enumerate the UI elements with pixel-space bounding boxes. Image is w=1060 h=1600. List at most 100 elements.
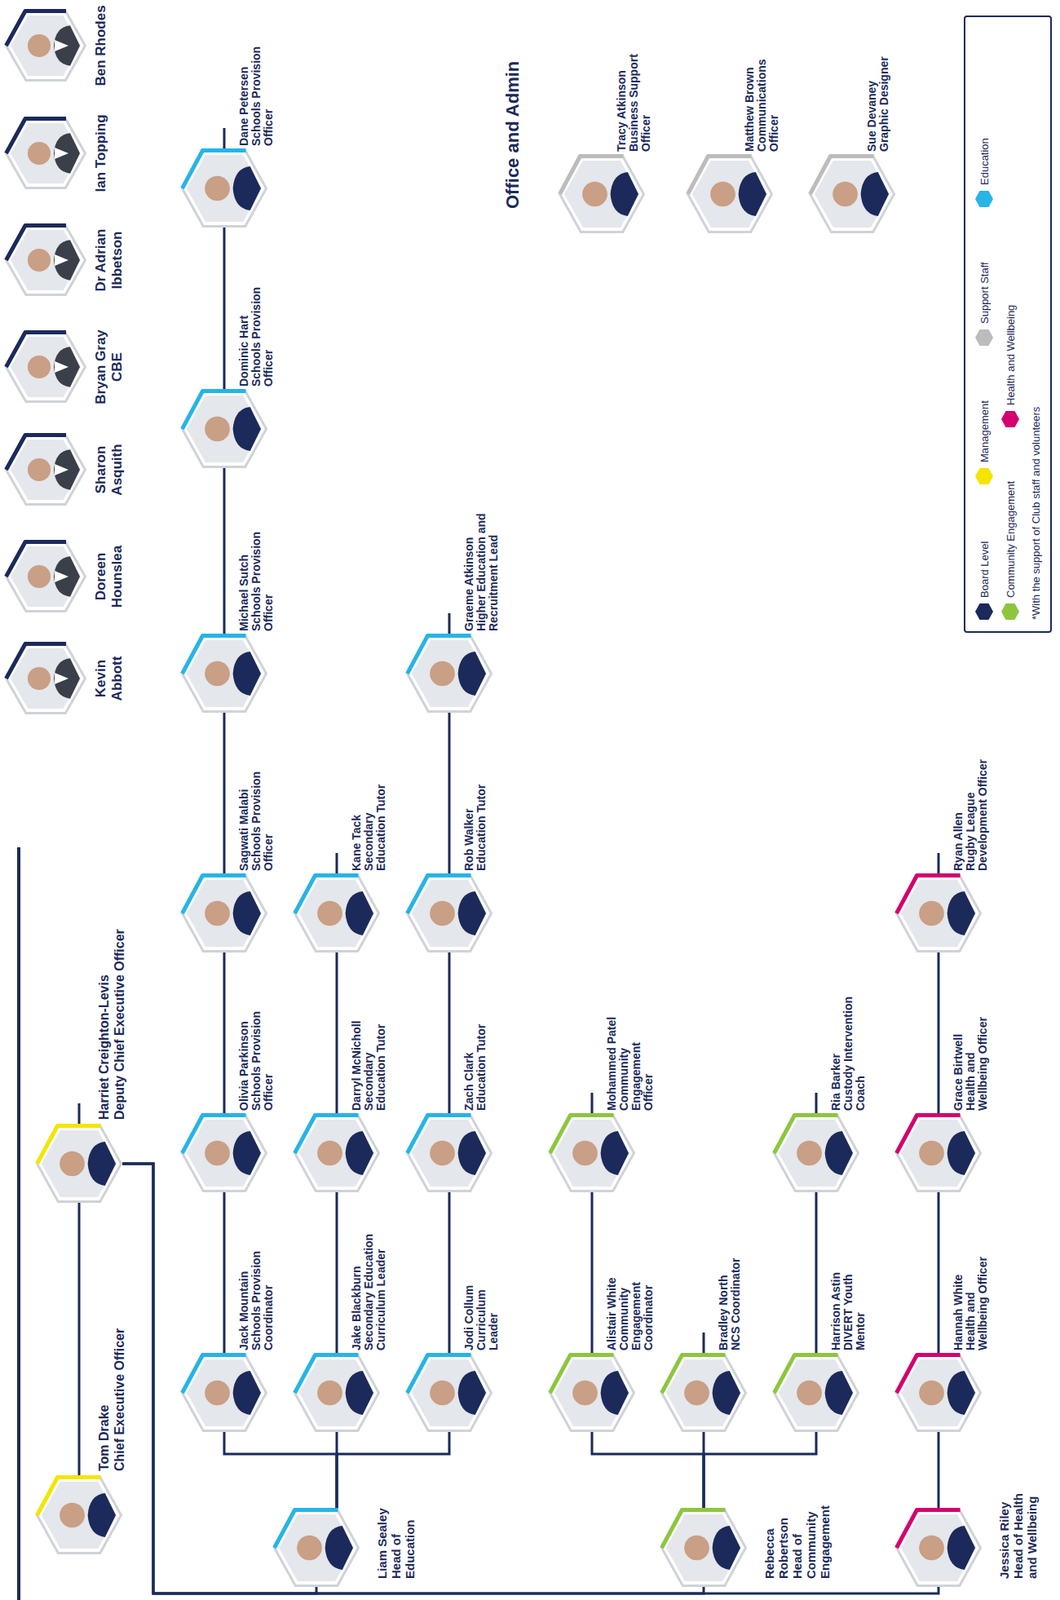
staff-caption: Jodi CollumCurriculum Leader <box>463 1272 500 1351</box>
person-head <box>204 901 230 927</box>
person-body <box>53 658 80 698</box>
staff-node: Jack MountainSchools Provision Coordinat… <box>181 1353 268 1432</box>
reporting-line <box>223 952 226 1114</box>
hexagon-frame <box>6 435 86 505</box>
person-head <box>27 666 51 690</box>
job-title: NCS Coordinator <box>729 1227 742 1351</box>
photo-hexagon <box>181 389 268 469</box>
person-head <box>918 1140 945 1166</box>
photo-background <box>10 439 81 500</box>
person-body <box>947 1370 976 1415</box>
reporting-line <box>937 952 941 1114</box>
reporting-line <box>78 1202 81 1476</box>
person-head <box>27 34 51 58</box>
shirt-collar <box>54 463 69 476</box>
reporting-line <box>703 1431 817 1509</box>
staff-caption: Jessica RileyHead of Health and Wellbein… <box>997 1482 1039 1579</box>
photo-hexagon <box>4 642 87 715</box>
legend-entry: Education <box>975 137 994 208</box>
hexagon-frame <box>407 1355 492 1431</box>
person-head <box>918 1535 945 1561</box>
job-title: Schools Provision Officer <box>250 508 275 632</box>
job-title: Rugby League Development Officer <box>964 740 990 871</box>
staff-node: Dane PetersenSchools Provision Officer <box>181 149 268 228</box>
person-body <box>53 132 80 173</box>
legend-text: Board Level <box>978 541 991 598</box>
person-body <box>345 1130 374 1175</box>
shirt-collar <box>54 672 69 685</box>
staff-name: Doreen Hounslea <box>92 534 126 619</box>
job-title: Chief Executive Officer <box>111 1226 128 1471</box>
line-end <box>448 613 451 635</box>
legend-swatch <box>1001 603 1020 620</box>
staff-caption: Dominic HartSchools Provision Officer <box>238 264 275 387</box>
legend-box: *With the support of Club staff and volu… <box>963 15 1052 633</box>
hexagon-frame <box>774 1355 859 1431</box>
hexagon-frame <box>896 1510 981 1586</box>
hexagon-frame <box>182 391 267 468</box>
photo-background <box>554 1119 630 1187</box>
person-body <box>53 556 80 597</box>
staff-name: Harrison Astin <box>830 1252 843 1351</box>
person-head <box>59 1502 85 1529</box>
person-head <box>429 1140 455 1166</box>
person-head <box>918 1380 945 1406</box>
photo-hexagon <box>181 634 268 713</box>
swatch-hexagon <box>975 190 994 208</box>
staff-node: Sue DevaneyGraphic Designer <box>808 154 896 234</box>
reporting-line <box>448 1192 451 1354</box>
staff-caption: Tracy AtkinsonBusiness Support Officer <box>615 37 653 152</box>
hexagon-frame <box>407 875 492 952</box>
photo-background <box>186 395 262 463</box>
legend-entry: Board Level <box>975 541 994 620</box>
staff-node: Sagwati MalabiSchools Provision Officer <box>181 874 268 953</box>
person-body <box>458 1130 486 1175</box>
person-head <box>204 1140 230 1166</box>
staff-caption: Graeme AtkinsonHigher Education and Recr… <box>463 488 500 632</box>
staff-node: Bryan Gray CBE <box>4 331 87 403</box>
staff-name: Sagwati Malabi <box>238 748 251 871</box>
staff-name: Rebecca Robertson <box>762 1503 791 1579</box>
hexagon-frame <box>407 1115 492 1192</box>
person-head <box>429 1380 455 1406</box>
shirt-collar <box>54 147 69 159</box>
staff-caption: Ben Rhodes <box>92 3 110 89</box>
staff-name: Tracy Atkinson <box>615 37 628 152</box>
hexagon-frame <box>295 1355 380 1431</box>
staff-node: Rob WalkerEducation Tutor <box>406 874 493 953</box>
person-head <box>27 248 51 272</box>
staff-caption: Kane TackSecondary Education Tutor <box>350 760 388 871</box>
line-end <box>78 1103 81 1125</box>
photo-hexagon <box>4 433 87 506</box>
photo-background <box>778 1359 854 1427</box>
photo-hexagon <box>660 1353 747 1432</box>
person-head <box>710 181 736 208</box>
photo-background <box>778 1119 854 1187</box>
person-head <box>27 355 51 379</box>
staff-node: Bradley NorthNCS Coordinator <box>660 1353 747 1432</box>
staff-node: Jake BlackburnSecondary Education Curric… <box>293 1353 380 1432</box>
staff-caption: Rob WalkerEducation Tutor <box>463 748 488 871</box>
staff-name: Alistair White <box>605 1260 619 1351</box>
photo-background <box>564 160 640 228</box>
person-head <box>832 181 858 208</box>
staff-name: Matthew Brown <box>743 45 756 152</box>
reporting-line <box>448 952 451 1114</box>
staff-node: Jodi CollumCurriculum Leader <box>406 1353 493 1432</box>
photo-hexagon <box>181 1113 268 1193</box>
staff-node: Ryan AllenRugby League Development Offic… <box>895 874 982 953</box>
staff-caption: Ryan AllenRugby League Development Offic… <box>952 740 990 871</box>
photo-background <box>10 648 81 709</box>
hexagon-frame <box>6 225 86 296</box>
person-body <box>325 1525 354 1570</box>
reporting-line <box>335 1192 339 1354</box>
hexagon-frame <box>182 1115 267 1192</box>
photo-background <box>186 1359 262 1427</box>
hexagon-frame <box>6 11 86 81</box>
staff-caption: Darryl McNichollSecondary Education Tuto… <box>350 1000 388 1111</box>
staff-node: Dr Adrian Ibbetson <box>4 224 87 296</box>
photo-hexagon <box>293 874 380 953</box>
hexagon-frame <box>6 119 86 189</box>
